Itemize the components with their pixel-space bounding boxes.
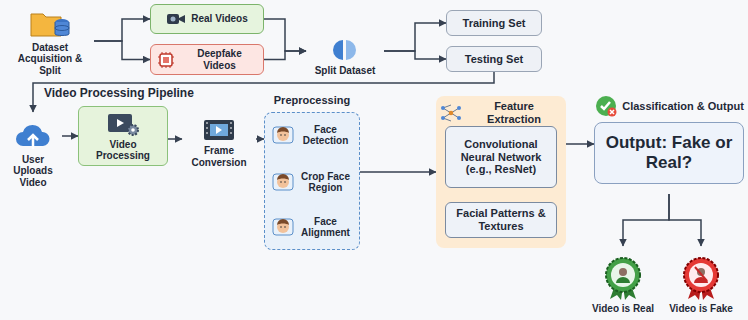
icon-graphic <box>156 51 176 69</box>
icon <box>272 173 294 191</box>
node-text: Video Processing <box>84 139 162 162</box>
step-node: Face Alignment <box>271 212 353 242</box>
output-box: Classification & OutputOutput: Fake or R… <box>594 94 744 194</box>
icon-graphic <box>594 94 618 118</box>
icon-graphic <box>29 8 71 40</box>
process-box: Video Processing <box>78 106 168 166</box>
icon <box>272 218 294 236</box>
connector <box>384 23 446 51</box>
icon <box>440 104 462 122</box>
icon <box>330 37 360 63</box>
icon <box>681 255 721 301</box>
node-text: Real Videos <box>191 13 248 25</box>
source-node: Dataset Acquisition & Split <box>6 4 94 78</box>
icon <box>272 126 294 144</box>
dataset-box: Testing Set <box>446 46 542 72</box>
icon <box>202 117 236 143</box>
icon <box>166 12 186 26</box>
node-text: Convolutional Neural Network (e.g., ResN… <box>451 138 551 176</box>
node-text: Dataset Acquisition & Split <box>8 42 92 77</box>
output-text: Output: Fake or Real? <box>601 133 737 172</box>
section-label: Video Processing Pipeline <box>44 86 194 100</box>
step-node: Frame Conversion <box>182 108 256 170</box>
icon-graphic <box>202 117 236 143</box>
icon <box>29 8 71 40</box>
upload-node: User Uploads Video <box>4 112 62 190</box>
output-frame: Output: Fake or Real? <box>594 122 744 184</box>
connector <box>566 143 594 145</box>
node-text: Deepfake Videos <box>181 48 258 71</box>
connector <box>623 194 669 246</box>
connector <box>360 171 436 173</box>
node-text: Split Dataset <box>315 65 376 77</box>
node-text: Testing Set <box>465 53 523 66</box>
panel-heading: Feature Extraction <box>466 100 562 125</box>
feature-box: Facial Patterns & Textures <box>445 202 557 238</box>
connector <box>264 19 306 51</box>
result-node: Video is Fake <box>660 246 742 316</box>
connector <box>256 138 264 140</box>
stage-panel: Feature ExtractionConvolutional Neural N… <box>436 96 566 248</box>
icon-graphic <box>603 255 643 301</box>
stage-panel: PreprocessingFace DetectionCrop Face Reg… <box>264 94 360 250</box>
connector <box>94 19 150 41</box>
node-text: Training Set <box>463 17 526 30</box>
connector <box>384 51 446 59</box>
node-text: Facial Patterns & Textures <box>451 207 551 232</box>
connector <box>669 194 701 246</box>
icon-graphic <box>272 218 294 236</box>
icon-graphic <box>330 37 360 63</box>
icon-graphic <box>272 126 294 144</box>
icon <box>14 122 52 152</box>
step-node: Face Detection <box>271 116 353 154</box>
connector <box>264 51 306 60</box>
node-text: Face Detection <box>299 124 352 147</box>
model-box: Convolutional Neural Network (e.g., ResN… <box>445 126 557 188</box>
connector <box>94 41 150 60</box>
class-box: Real Videos <box>150 4 264 34</box>
icon-graphic <box>272 173 294 191</box>
split-node: Split Dataset <box>306 24 384 78</box>
node-text: Face Alignment <box>299 216 352 239</box>
icon-graphic <box>14 122 52 152</box>
node-text: Video is Fake <box>669 303 733 315</box>
dataset-box: Training Set <box>446 10 542 36</box>
connector <box>168 138 182 140</box>
node-text: Crop Face Region <box>299 171 352 194</box>
result-node: Video is Real <box>588 246 658 316</box>
icon-graphic <box>106 111 140 137</box>
icon-graphic <box>681 255 721 301</box>
step-node: Crop Face Region <box>271 162 353 202</box>
icon <box>156 51 176 69</box>
connector <box>62 135 78 137</box>
icon-graphic <box>166 12 186 26</box>
node-text: User Uploads Video <box>6 154 60 189</box>
icon <box>594 94 618 118</box>
panel-heading: Preprocessing <box>264 94 360 107</box>
icon <box>106 111 140 137</box>
node-text: Frame Conversion <box>184 145 254 168</box>
icon-graphic <box>440 104 462 122</box>
node-text: Video is Real <box>592 303 654 315</box>
panel-heading: Classification & Output <box>622 100 744 113</box>
class-box: Deepfake Videos <box>150 44 264 75</box>
icon <box>603 255 643 301</box>
